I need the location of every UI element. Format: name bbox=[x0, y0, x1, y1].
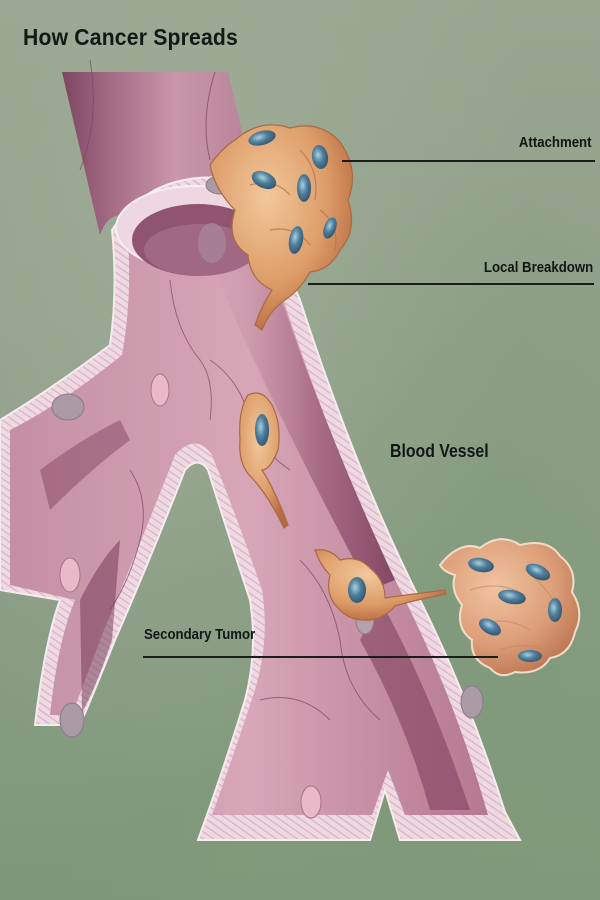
leader-line-local-breakdown bbox=[308, 283, 594, 285]
leader-line-secondary-tumor bbox=[143, 656, 498, 658]
primary-tumor-cluster bbox=[209, 124, 354, 331]
label-local-breakdown: Local Breakdown bbox=[483, 259, 593, 276]
migrating-cancer-cell-2 bbox=[314, 549, 447, 621]
migrating-cancer-cell-1 bbox=[239, 392, 289, 529]
blood-vessel-cutaway bbox=[0, 59, 522, 841]
endothelial-cells bbox=[51, 175, 484, 819]
label-secondary-tumor: Secondary Tumor bbox=[144, 626, 256, 643]
label-blood-vessel: Blood Vessel bbox=[390, 441, 489, 461]
label-attachment: Attachment bbox=[519, 134, 592, 151]
leader-line-attachment bbox=[342, 160, 595, 162]
secondary-tumor-cluster bbox=[438, 538, 581, 677]
page-title: How Cancer Spreads bbox=[23, 24, 238, 50]
